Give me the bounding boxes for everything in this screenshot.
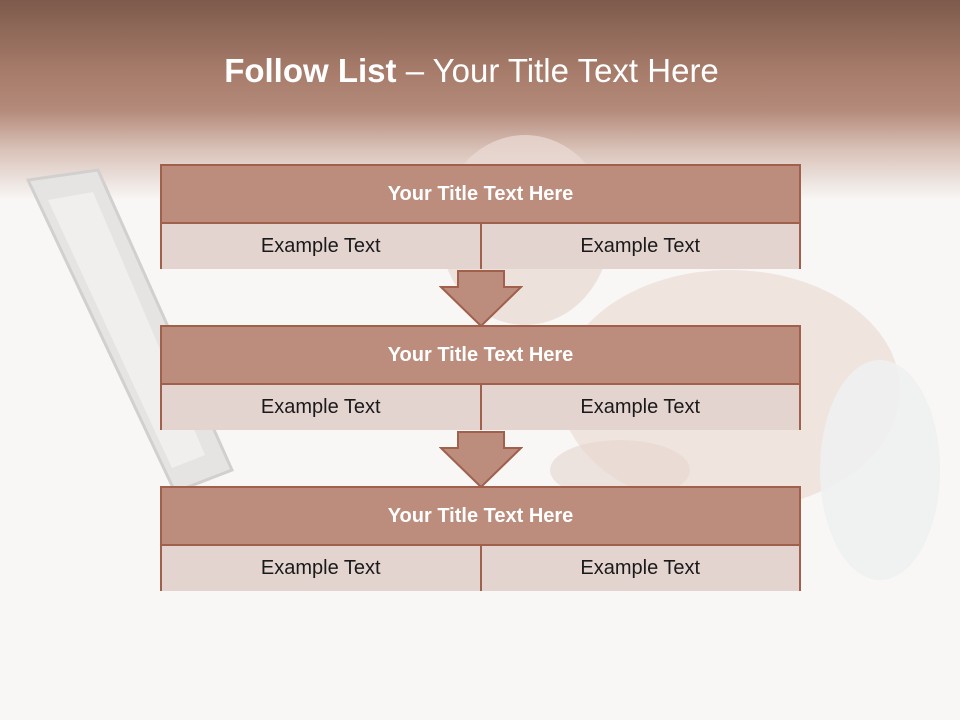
title-rest: – Your Title Text Here: [396, 52, 719, 89]
step-cell-left: Example Text: [162, 385, 482, 430]
step-cell-left: Example Text: [162, 224, 482, 269]
step-title: Your Title Text Here: [162, 166, 799, 224]
step-cell-right: Example Text: [481, 224, 799, 269]
step-box-3: Your Title Text Here Example Text Exampl…: [160, 486, 801, 591]
step-title: Your Title Text Here: [162, 488, 799, 546]
step-box-2: Your Title Text Here Example Text Exampl…: [160, 325, 801, 430]
down-arrow-icon: [439, 431, 523, 489]
title-bold: Follow List: [224, 52, 397, 89]
step-cell-left: Example Text: [162, 546, 482, 591]
slide-title: Follow List – Your Title Text Here: [0, 52, 943, 90]
step-title: Your Title Text Here: [162, 327, 799, 385]
step-row: Example Text Example Text: [162, 385, 799, 430]
step-cell-right: Example Text: [481, 546, 799, 591]
step-cell-right: Example Text: [481, 385, 799, 430]
down-arrow-icon: [439, 270, 523, 328]
step-box-1: Your Title Text Here Example Text Exampl…: [160, 164, 801, 269]
step-row: Example Text Example Text: [162, 546, 799, 591]
step-row: Example Text Example Text: [162, 224, 799, 269]
